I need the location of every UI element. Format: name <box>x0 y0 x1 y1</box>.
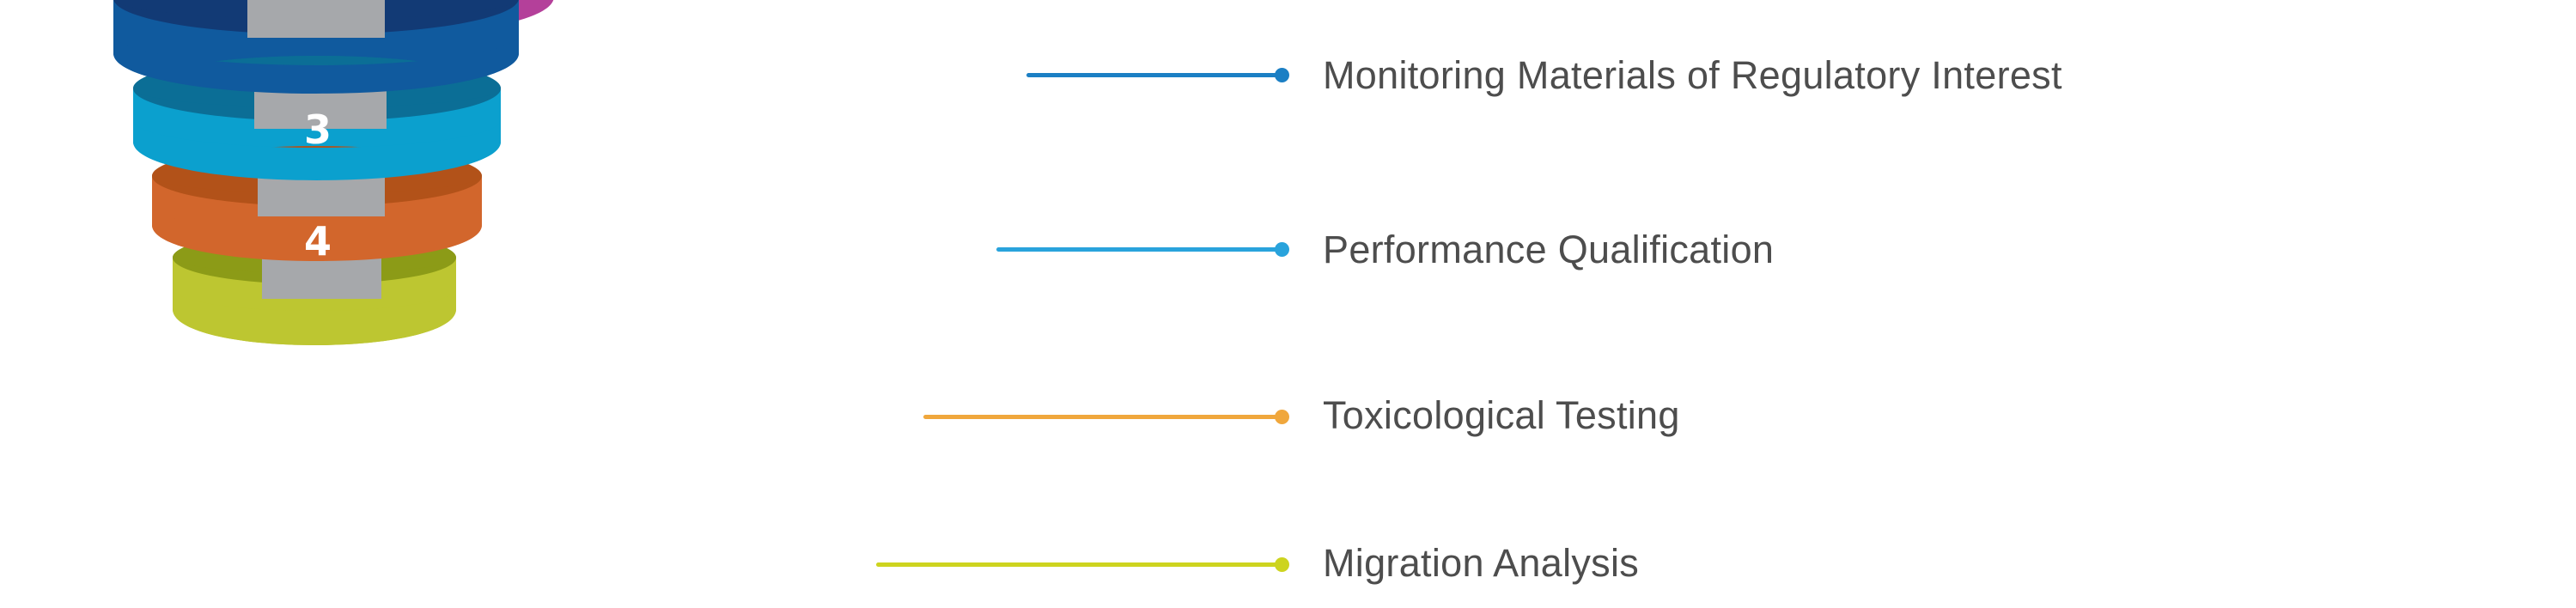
callout-1-label: Monitoring Materials of Regulatory Inter… <box>1323 53 2062 97</box>
callout-1-line <box>1026 73 1284 77</box>
callout-2-dot[interactable] <box>1275 242 1289 257</box>
ring-6-number: 6 <box>303 544 332 591</box>
callout-4-label: Migration Analysis <box>1323 541 1640 585</box>
ring-4-number: 4 <box>303 218 332 264</box>
ring-5-front <box>152 206 482 261</box>
ring-3-front <box>113 34 519 94</box>
callout-4-line <box>876 562 1284 567</box>
funnel-graphic <box>0 0 1074 608</box>
callout-4-dot[interactable] <box>1275 557 1289 572</box>
callout-3-label: Toxicological Testing <box>1323 393 1680 437</box>
callout-1-dot[interactable] <box>1275 68 1289 82</box>
callout-2-label: Performance Qualification <box>1323 228 1775 271</box>
ring-6-front <box>173 289 456 345</box>
ring-5-number: 5 <box>303 386 332 432</box>
callout-2-line <box>996 247 1284 252</box>
callout-3-line <box>923 415 1284 419</box>
ring-3-number: 3 <box>303 106 332 153</box>
center-gray-band <box>247 0 387 299</box>
ring-4-front <box>133 120 501 180</box>
callout-3-dot[interactable] <box>1275 410 1289 424</box>
